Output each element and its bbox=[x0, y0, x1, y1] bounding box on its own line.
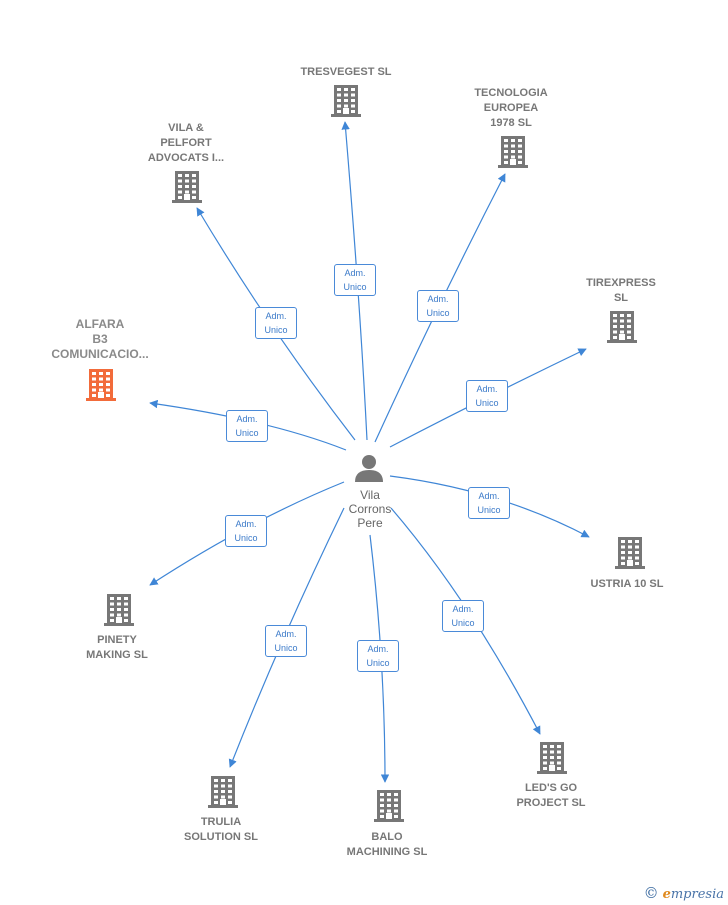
role-tag-line2: Unico bbox=[475, 398, 499, 408]
building-icon-leds-go[interactable] bbox=[537, 742, 567, 774]
building-icon-pinety[interactable] bbox=[104, 594, 134, 626]
role-tag-line1: Adm. bbox=[344, 268, 366, 278]
role-tag-line1: Adm. bbox=[427, 294, 449, 304]
company-label-vila-pelfort[interactable]: VILA & PELFORT ADVOCATS I... bbox=[147, 122, 225, 164]
role-tag-leds-go[interactable]: Adm. Unico bbox=[442, 600, 484, 632]
company-label-leds-go[interactable]: LED'S GO PROJECT SL bbox=[516, 782, 586, 809]
role-tag-line1: Adm. bbox=[478, 491, 500, 501]
role-tag-pinety[interactable]: Adm. Unico bbox=[225, 515, 267, 547]
footer-brand: ©empresia bbox=[644, 884, 724, 902]
role-tag-line2: Unico bbox=[477, 505, 501, 515]
role-tag-ustria[interactable]: Adm. Unico bbox=[468, 487, 510, 519]
company-label-tresvegest[interactable]: TRESVEGEST SL bbox=[300, 66, 392, 78]
company-label-trulia[interactable]: TRULIA SOLUTION SL bbox=[184, 816, 258, 843]
company-label-alfara[interactable]: ALFARA B3 COMUNICACIO... bbox=[51, 317, 149, 361]
building-icon-trulia[interactable] bbox=[208, 776, 238, 808]
building-icon-vila-pelfort[interactable] bbox=[172, 171, 202, 203]
role-tag-tecnologia[interactable]: Adm. Unico bbox=[417, 290, 459, 322]
role-tag-line1: Adm. bbox=[236, 414, 258, 424]
person-icon[interactable] bbox=[355, 455, 383, 482]
role-tag-vila-pelfort[interactable]: Adm. Unico bbox=[255, 307, 297, 339]
center-person-label[interactable]: Vila Corrons Pere bbox=[348, 488, 392, 530]
role-tag-line1: Adm. bbox=[367, 644, 389, 654]
copyright-symbol: © bbox=[643, 884, 659, 902]
role-tag-tirexpress[interactable]: Adm. Unico bbox=[466, 380, 508, 412]
brand-initial: e bbox=[662, 887, 671, 902]
role-tag-line1: Adm. bbox=[265, 311, 287, 321]
company-label-tirexpress[interactable]: TIREXPRESS SL bbox=[586, 277, 656, 304]
role-tag-line2: Unico bbox=[235, 428, 259, 438]
role-tag-alfara[interactable]: Adm. Unico bbox=[226, 410, 268, 442]
role-tag-line1: Adm. bbox=[476, 384, 498, 394]
role-tag-line1: Adm. bbox=[452, 604, 474, 614]
role-tag-line2: Unico bbox=[234, 533, 258, 543]
building-icon-tresvegest[interactable] bbox=[331, 85, 361, 117]
role-tag-line2: Unico bbox=[274, 643, 298, 653]
role-tag-trulia[interactable]: Adm. Unico bbox=[265, 625, 307, 657]
role-tag-line2: Unico bbox=[366, 658, 390, 668]
building-icon-ustria[interactable] bbox=[615, 537, 645, 569]
building-icon-balo[interactable] bbox=[374, 790, 404, 822]
role-tag-tresvegest[interactable]: Adm. Unico bbox=[334, 264, 376, 296]
role-tag-line2: Unico bbox=[343, 282, 367, 292]
company-label-balo[interactable]: BALO MACHINING SL bbox=[346, 831, 428, 858]
role-tag-line1: Adm. bbox=[275, 629, 297, 639]
brand-name: mpresia bbox=[670, 887, 724, 902]
building-icon-tirexpress[interactable] bbox=[607, 311, 637, 343]
company-label-pinety[interactable]: PINETY MAKING SL bbox=[86, 634, 148, 661]
role-tag-line1: Adm. bbox=[235, 519, 257, 529]
company-label-ustria[interactable]: USTRIA 10 SL bbox=[590, 578, 664, 590]
role-tag-line2: Unico bbox=[426, 308, 450, 318]
company-label-tecnologia[interactable]: TECNOLOGIA EUROPEA 1978 SL bbox=[474, 87, 548, 129]
building-icon-alfara[interactable] bbox=[86, 369, 116, 401]
role-tag-line2: Unico bbox=[451, 618, 475, 628]
building-icon-tecnologia[interactable] bbox=[498, 136, 528, 168]
role-tag-balo[interactable]: Adm. Unico bbox=[357, 640, 399, 672]
role-tag-line2: Unico bbox=[264, 325, 288, 335]
